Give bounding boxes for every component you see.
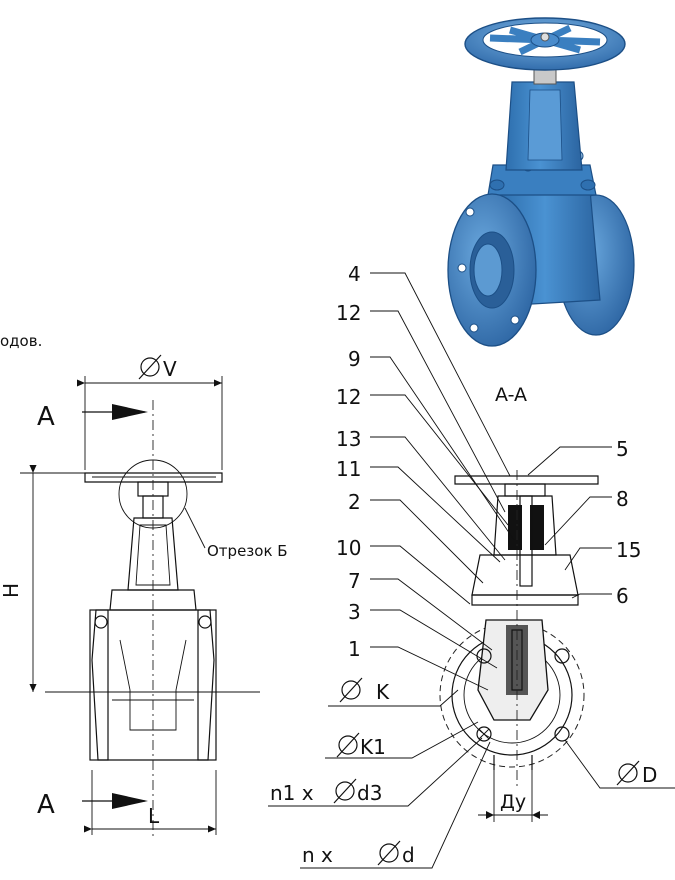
section-marker-bottom: A: [37, 790, 55, 820]
phi-k-label: K: [376, 680, 390, 704]
callout-8: 8: [616, 487, 629, 511]
section-arrow-icon: [112, 793, 148, 809]
diameter-symbol-icon: [336, 732, 360, 758]
diameter-symbol-icon: [138, 354, 162, 380]
bolt-holes-label: n x: [302, 843, 333, 867]
front-elevation: [20, 376, 260, 840]
phi-k1-dimension: K1: [336, 732, 386, 759]
callout-7: 7: [348, 569, 361, 593]
callouts-right: 5 8 15 6: [616, 437, 641, 608]
callout-12: 12: [336, 301, 361, 325]
phi-d-label: D: [642, 763, 657, 787]
callout-3: 3: [348, 600, 361, 624]
diameter-symbol-icon: [339, 677, 363, 703]
phi-v-dimension: V: [138, 354, 177, 381]
length-label: L: [148, 804, 160, 828]
bolt-holes-1-d-label: d3: [357, 781, 382, 805]
section-marker-top: A: [37, 402, 55, 432]
detail-label: Отрезок Б: [207, 542, 288, 560]
callout-12b: 12: [336, 385, 361, 409]
callout-6: 6: [616, 584, 629, 608]
diameter-symbol-icon: [377, 840, 401, 866]
callout-2: 2: [348, 490, 361, 514]
phi-d-dimension: D: [616, 760, 657, 787]
fragment-text: одов.: [0, 332, 42, 350]
phi-k1-label: K1: [360, 735, 386, 759]
phi-k-dimension: K: [339, 677, 390, 704]
dn-label: Ду: [500, 791, 526, 813]
callout-leaders: [268, 272, 675, 869]
view-title: A-A: [495, 384, 527, 406]
valve-3d-render: [447, 17, 635, 347]
callout-5: 5: [616, 437, 629, 461]
callout-10: 10: [336, 536, 361, 560]
diameter-symbol-icon: [616, 760, 640, 786]
callout-1: 1: [348, 637, 361, 661]
section-view: [439, 470, 599, 822]
callout-9: 9: [348, 347, 361, 371]
section-arrow-icon: [112, 404, 148, 420]
callout-13: 13: [336, 427, 361, 451]
diameter-symbol-icon: [333, 778, 357, 804]
bolt-holes-n-dimension: n x d: [302, 840, 415, 867]
callout-11: 11: [336, 457, 361, 481]
callout-4: 4: [348, 262, 361, 286]
height-label: H: [0, 583, 23, 598]
bolt-holes-1-label: n1 x: [270, 781, 314, 805]
phi-v-label: V: [163, 357, 177, 381]
callouts-left: 4 12 9 12 13 11 2 10 7 3 1: [336, 262, 361, 661]
callout-15: 15: [616, 538, 641, 562]
bolt-holes-n1-dimension: n1 x d3: [270, 778, 382, 805]
bolt-holes-d-label: d: [402, 843, 415, 867]
